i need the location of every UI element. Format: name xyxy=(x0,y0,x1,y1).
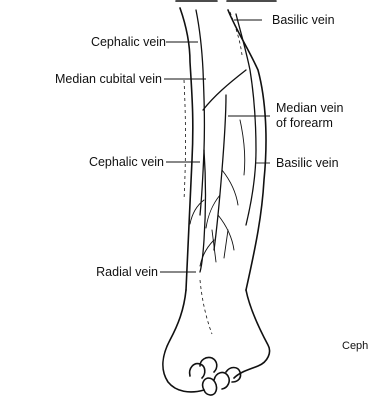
label-cephalic-vein-top: Cephalic vein xyxy=(91,35,166,49)
label-radial-vein: Radial vein xyxy=(96,265,158,279)
labels: Basilic vein Cephalic vein Median cubita… xyxy=(55,13,368,352)
label-cephalic-vein-mid: Cephalic vein xyxy=(89,155,164,169)
label-cut-off: Ceph xyxy=(342,340,368,352)
label-median-cubital-vein: Median cubital vein xyxy=(55,72,162,86)
leader-lines xyxy=(160,20,270,272)
label-basilic-vein-top: Basilic vein xyxy=(272,13,335,27)
veins xyxy=(190,10,256,272)
label-basilic-vein-mid: Basilic vein xyxy=(276,156,339,170)
label-median-vein-of-forearm-line1: Median vein xyxy=(276,101,343,115)
dashed-contours xyxy=(184,12,242,334)
label-median-vein-of-forearm-line2: of forearm xyxy=(276,116,333,130)
arm-outline xyxy=(163,8,270,395)
